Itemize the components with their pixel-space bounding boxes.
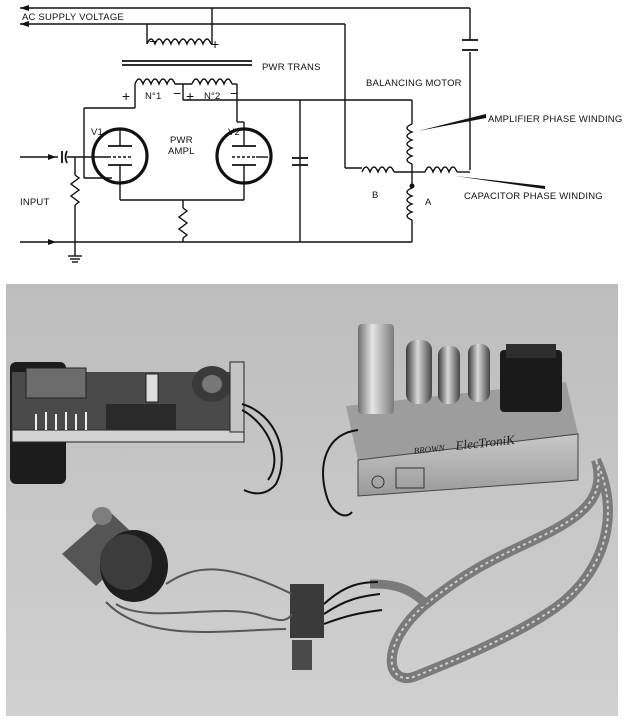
winding-b-label: B: [372, 190, 379, 201]
motor-winding-amplifier: [406, 100, 414, 185]
ampl-label: AMPL: [168, 146, 195, 157]
motor-winding-capacitor: [412, 166, 470, 174]
balancing-motor: [62, 507, 293, 634]
filter-capacitor: [292, 157, 308, 166]
right-amplifier-unit: [322, 324, 579, 517]
winding-a-label: A: [425, 197, 432, 208]
ac-supply-lines: [20, 5, 471, 170]
capacitor-phase-winding-label: CAPACITOR PHASE WINDING: [464, 191, 603, 202]
no1-label: N°1: [145, 91, 162, 102]
transformer-primary-coil: [146, 38, 212, 46]
terminal-block: [290, 581, 383, 670]
no2-minus-sign: −: [230, 85, 238, 101]
amplifier-phase-winding-label: AMPLIFIER PHASE WINDING: [488, 114, 622, 125]
transformer-secondary-no1: [134, 78, 176, 86]
supply-capacitor: [462, 39, 478, 51]
input-wiring: [20, 150, 412, 263]
pwr-label: PWR: [170, 135, 193, 146]
motor-winding-b: [345, 166, 412, 174]
v1-label: V1: [91, 127, 103, 138]
cathode-wiring: [119, 165, 245, 242]
plate-wiring: [83, 83, 412, 242]
no2-plus-sign: +: [186, 88, 194, 104]
brand-text: BROWN: [413, 443, 446, 456]
transformer-secondary-no2: [191, 78, 233, 86]
motor-winding-a: [406, 187, 414, 242]
equipment-photo: BROWN ElecTroniK: [6, 284, 618, 716]
label-leaders: [418, 114, 545, 189]
ac-supply-voltage-label: AC SUPPLY VOLTAGE: [22, 12, 124, 23]
circuit-schematic: AC SUPPLY VOLTAGE − + PWR TRANS + N°1 − …: [20, 5, 622, 263]
product-text: ElecTroniK: [454, 432, 517, 453]
balancing-motor-label: BALANCING MOTOR: [366, 78, 462, 89]
primary-plus-sign: +: [211, 36, 219, 52]
transformer-core: [122, 60, 252, 66]
pwr-trans-label: PWR TRANS: [262, 62, 321, 73]
no2-label: N°2: [204, 91, 221, 102]
input-label: INPUT: [20, 197, 50, 208]
left-amplifier-chassis: [10, 361, 283, 495]
no1-plus-sign: +: [122, 88, 130, 104]
no1-minus-sign: −: [173, 85, 181, 101]
shielded-cable: [369, 457, 613, 683]
v2-label: V2: [228, 127, 240, 138]
primary-minus-sign: −: [149, 33, 157, 49]
